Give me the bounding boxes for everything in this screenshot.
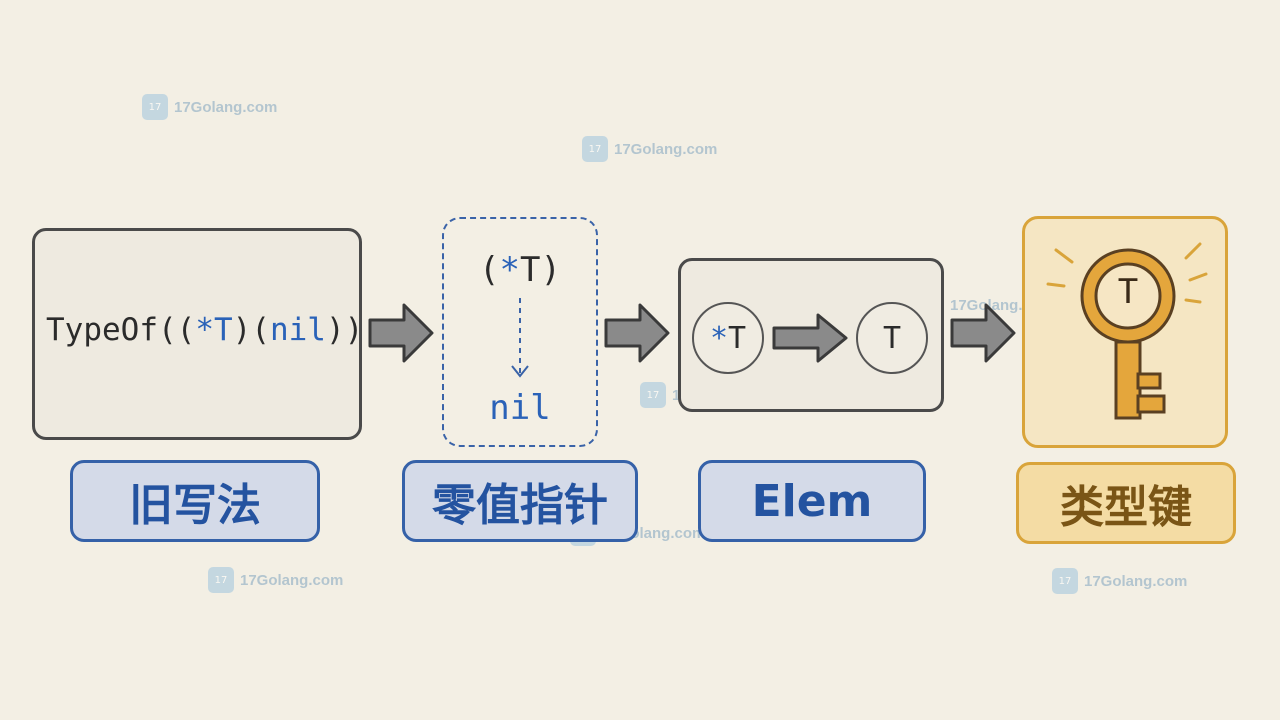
zero-pointer-box: [442, 217, 598, 447]
old-style-box: [32, 228, 362, 440]
right-arrow-icon: [604, 303, 670, 363]
watermark: 17 17Golang.com: [582, 136, 717, 162]
watermark-text: 17Golang.com: [240, 571, 344, 589]
right-arrow-icon: [772, 313, 848, 363]
watermark: 17 17Golang.com: [208, 567, 343, 593]
old-style-label: 旧写法: [70, 460, 320, 542]
watermark-text: 17Golang.com: [614, 140, 718, 158]
key-icon: [1046, 242, 1208, 420]
old-style-code: TypeOf((*T)(nil)): [46, 312, 364, 348]
element-type-circle: T: [856, 302, 928, 374]
watermark-text: 17Golang.com: [1084, 572, 1188, 590]
watermark: 17 17Golang.com: [142, 94, 277, 120]
pointer-type-text: (*T): [479, 250, 561, 290]
key-letter: T: [1117, 272, 1139, 312]
watermark-logo-icon: 17: [142, 94, 168, 120]
down-dashed-arrow-icon: [511, 298, 529, 378]
watermark-logo-icon: 17: [1052, 568, 1078, 594]
watermark-logo-icon: 17: [582, 136, 608, 162]
elem-label: Elem: [698, 460, 926, 542]
right-arrow-icon: [368, 303, 434, 363]
nil-value-text: nil: [489, 388, 551, 428]
watermark-text: 17Golang.com: [174, 98, 278, 116]
watermark-logo-icon: 17: [640, 382, 666, 408]
pointer-type-circle: *T: [692, 302, 764, 374]
watermark: 17 17Golang.com: [1052, 568, 1187, 594]
watermark-logo-icon: 17: [208, 567, 234, 593]
zero-pointer-label: 零值指针: [402, 460, 638, 542]
type-key-label: 类型键: [1016, 462, 1236, 544]
right-arrow-icon: [950, 303, 1016, 363]
